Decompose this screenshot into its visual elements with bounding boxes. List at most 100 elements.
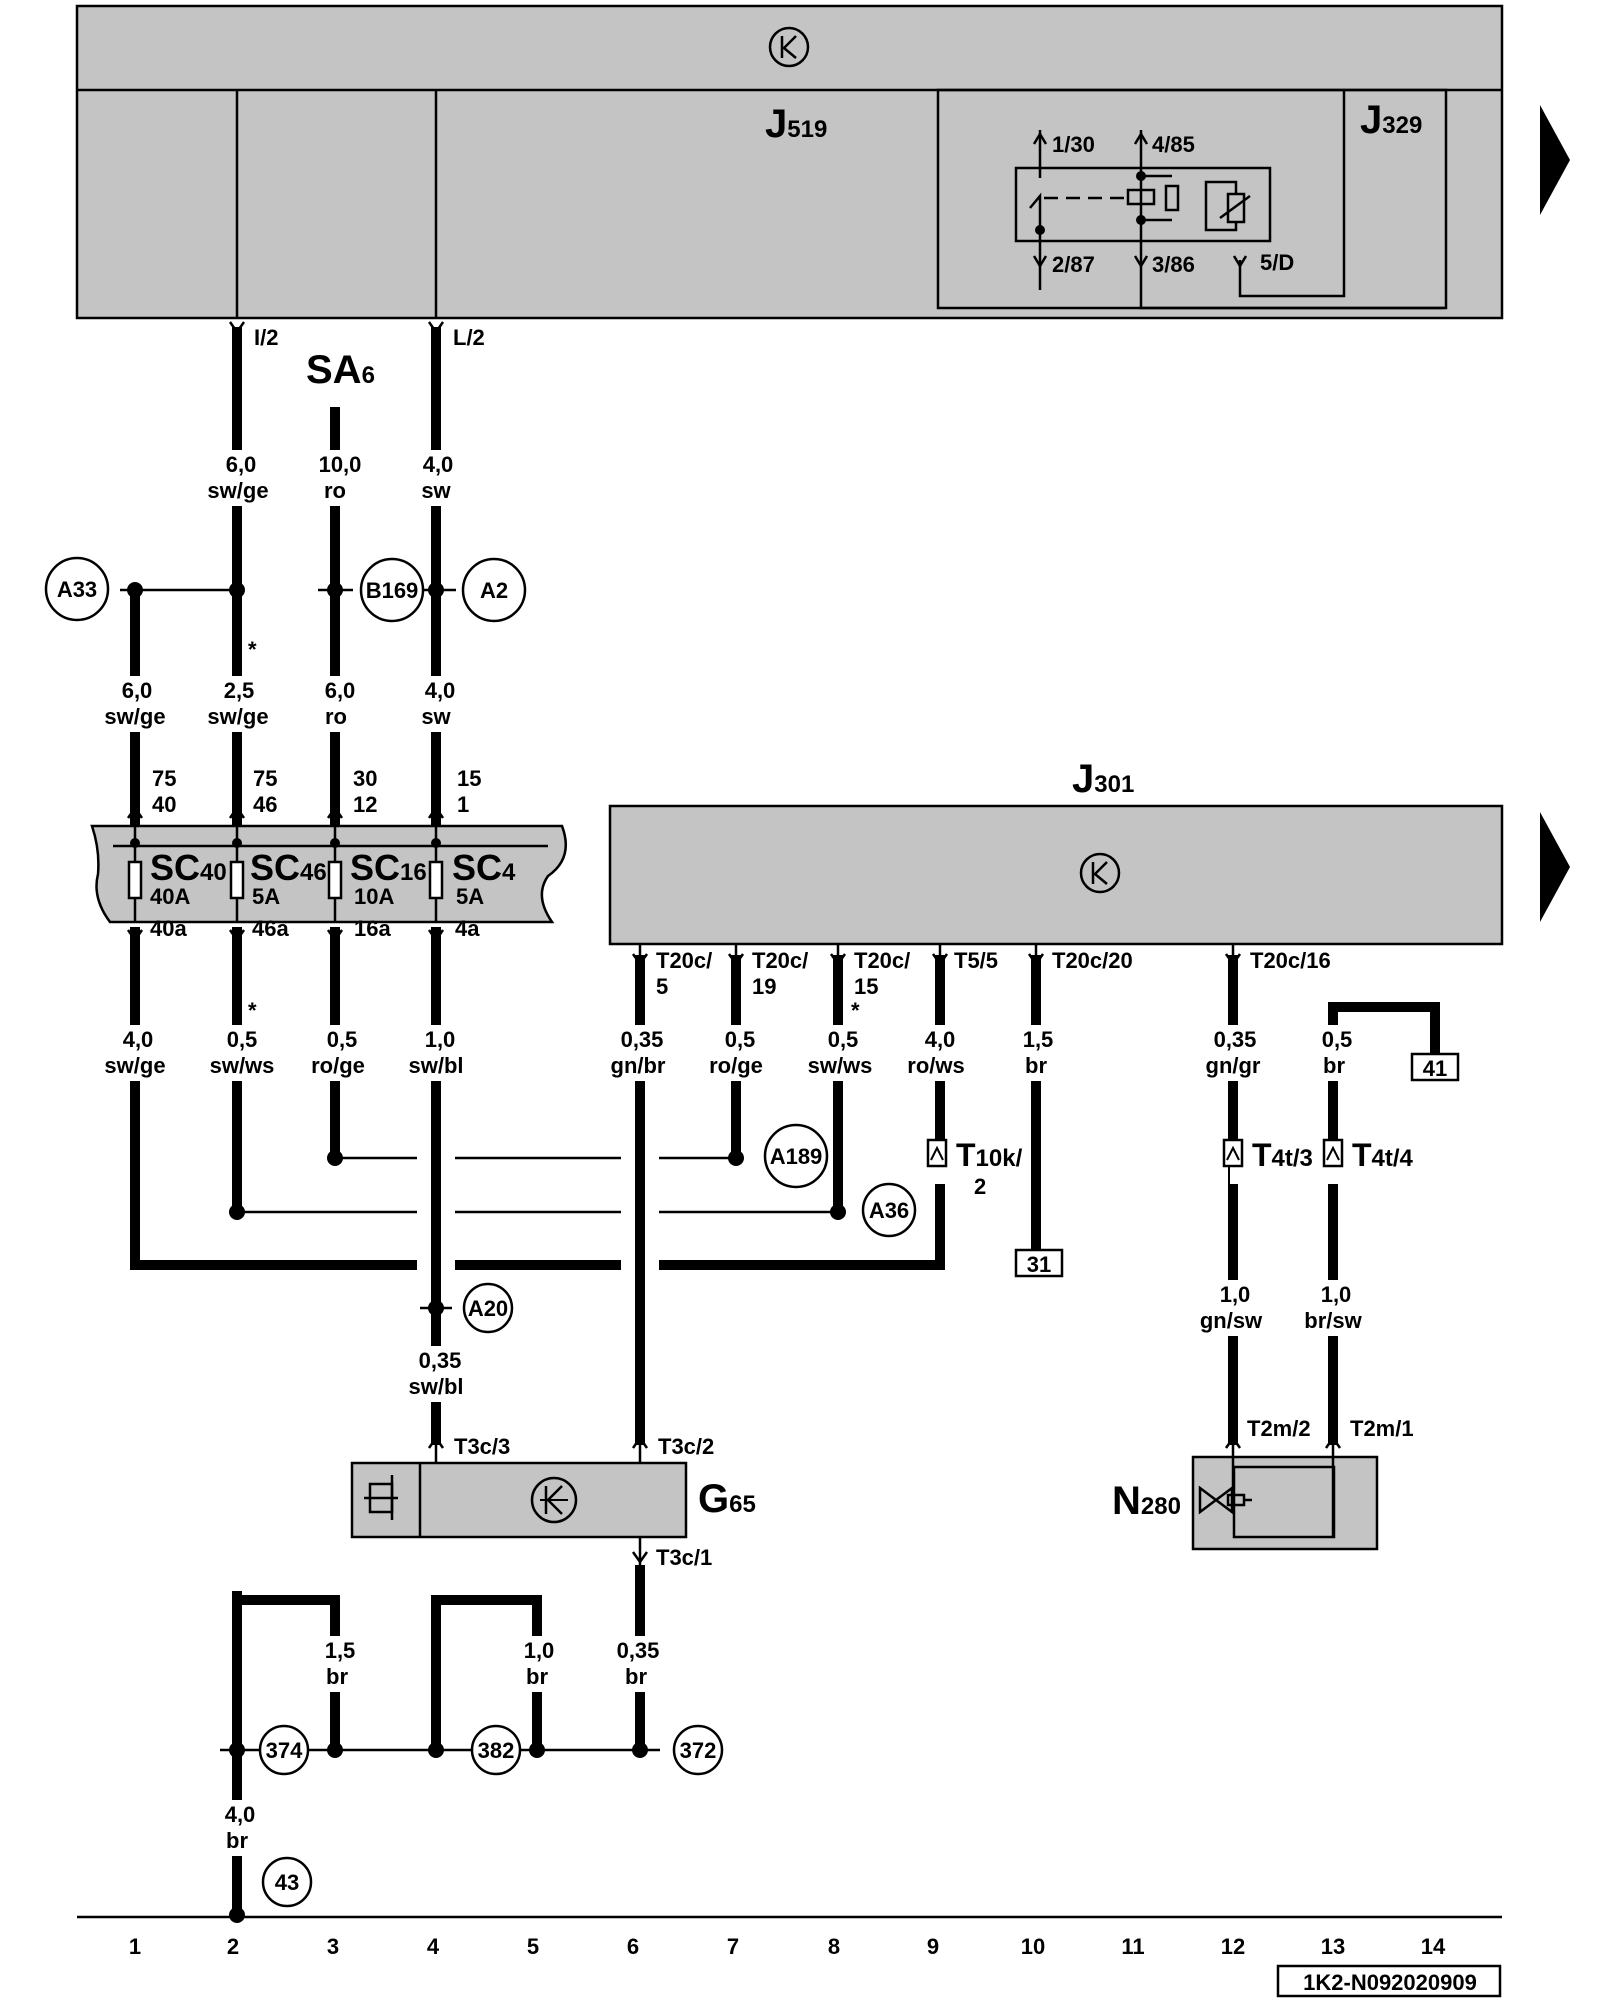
sensor-symbol-icon <box>530 1476 578 1524</box>
wire-labels: 6,0 sw/ge 10,0 ro 4,0 sw 6,0 sw/ge 2,5 s… <box>104 452 1362 1853</box>
svg-text:T20c/: T20c/ <box>752 948 808 973</box>
svg-text:3: 3 <box>327 1934 339 1959</box>
wire-color: ro <box>325 704 347 729</box>
svg-text:9: 9 <box>927 1934 939 1959</box>
svg-text:8: 8 <box>828 1934 840 1959</box>
svg-text:T3c/2: T3c/2 <box>658 1434 714 1459</box>
svg-text:5: 5 <box>527 1934 539 1959</box>
j519-pin-i2: I/2 <box>254 325 278 350</box>
fuse-sc16: SC16 10A <box>327 826 427 922</box>
svg-text:1: 1 <box>457 792 469 817</box>
connector-t4t-4: T4t/4 <box>1322 1137 1414 1173</box>
ref-a33: A33 <box>57 577 97 602</box>
relay-pin-2-87: 2/87 <box>1052 252 1095 277</box>
j519-label: J519 <box>765 102 827 146</box>
svg-text:10: 10 <box>1021 1934 1045 1959</box>
svg-text:T4t/4: T4t/4 <box>1352 1137 1414 1173</box>
ref-374: 374 <box>266 1738 303 1763</box>
relay-pin-4-85: 4/85 <box>1152 132 1195 157</box>
wire-color: sw/ge <box>207 478 268 503</box>
svg-text:14: 14 <box>1421 1934 1446 1959</box>
svg-text:T20c/20: T20c/20 <box>1052 948 1133 973</box>
wire-color: br <box>226 1828 248 1853</box>
fuse-output-pins: 40a 46a 16a 4a <box>126 916 480 943</box>
wire-size: 6,0 <box>325 678 356 703</box>
wire-size: 0,5 <box>1322 1027 1353 1052</box>
svg-text:4a: 4a <box>455 916 480 941</box>
wire-color: sw/ge <box>104 704 165 729</box>
relay-pin-5-d: 5/D <box>1260 250 1294 275</box>
svg-text:T2m/2: T2m/2 <box>1247 1416 1311 1441</box>
svg-text:40A: 40A <box>150 884 190 909</box>
svg-text:2: 2 <box>974 1174 986 1199</box>
fuse-sc4: SC4 5A <box>428 826 516 922</box>
wire-size: 4,0 <box>925 1027 956 1052</box>
reference-circles: A33 B169 A2 A189 A36 A20 374 382 372 43 <box>44 556 917 1908</box>
wire-color: sw <box>421 478 451 503</box>
g65-sensor: G65 T3c/3 T3c/2 T3c/1 <box>350 1434 756 1570</box>
svg-text:12: 12 <box>353 792 377 817</box>
svg-text:T20c/16: T20c/16 <box>1250 948 1331 973</box>
svg-text:T2m/1: T2m/1 <box>1350 1416 1414 1441</box>
wire-color: br <box>326 1664 348 1689</box>
svg-text:12: 12 <box>1221 1934 1245 1959</box>
fuse-sc46: SC46 5A <box>229 826 327 922</box>
wire-size: 0,35 <box>617 1638 660 1663</box>
relay-pin-3-86: 3/86 <box>1152 252 1195 277</box>
ref-a36: A36 <box>869 1198 909 1223</box>
wire-size: 6,0 <box>122 678 153 703</box>
svg-text:5A: 5A <box>252 884 280 909</box>
svg-text:1K2-N092020909: 1K2-N092020909 <box>1303 1970 1477 1995</box>
svg-text:T20c/: T20c/ <box>854 948 910 973</box>
j329-label: J329 <box>1360 98 1422 142</box>
ref-a20: A20 <box>468 1296 508 1321</box>
svg-text:16a: 16a <box>354 916 391 941</box>
terminal-41: 41 <box>1410 1052 1460 1082</box>
wire-color: ro <box>324 478 346 503</box>
wire-color: sw/ge <box>207 704 268 729</box>
terminal-31: 31 <box>1014 1248 1064 1278</box>
svg-text:7: 7 <box>727 1934 739 1959</box>
j519-outputs: I/2 L/2 <box>228 90 485 350</box>
wire-color: sw/bl <box>408 1053 463 1078</box>
ref-43: 43 <box>275 1870 299 1895</box>
ref-382: 382 <box>478 1738 515 1763</box>
wire-color: sw/ws <box>210 1053 275 1078</box>
svg-text:11: 11 <box>1121 1934 1144 1959</box>
wire-size: 4,0 <box>225 1802 256 1827</box>
wire-size: 4,0 <box>123 1027 154 1052</box>
wire-size: 1,0 <box>1220 1282 1251 1307</box>
wire-color: gn/sw <box>1200 1308 1263 1333</box>
note-asterisk: * <box>851 998 860 1023</box>
svg-text:4: 4 <box>427 1934 440 1959</box>
wire-size: 1,5 <box>1023 1027 1054 1052</box>
svg-text:SC46: SC46 <box>250 847 327 888</box>
grid-ruler: 1 2 3 4 5 6 7 8 9 10 11 12 13 14 <box>77 1915 1502 1959</box>
wire-color: sw/ge <box>104 1053 165 1078</box>
relay-pin-1-30: 1/30 <box>1052 132 1095 157</box>
svg-text:31: 31 <box>1027 1252 1051 1277</box>
continuation-arrow-icon <box>1540 812 1570 922</box>
wire-color: sw <box>421 704 451 729</box>
wire-size: 1,0 <box>425 1027 456 1052</box>
svg-text:T10k/: T10k/ <box>956 1137 1023 1173</box>
continuation-arrow-icon <box>1540 105 1570 215</box>
j301-label: J301 <box>1072 757 1134 801</box>
svg-text:15: 15 <box>457 766 481 791</box>
j301-control-unit: J301 T20c/ 5 T20c/ 19 T20c/ 15 T5/5 T20c… <box>608 757 1504 999</box>
svg-text:SC40: SC40 <box>150 847 227 888</box>
svg-text:6: 6 <box>627 1934 639 1959</box>
splice-points <box>127 582 846 1923</box>
svg-text:10A: 10A <box>354 884 394 909</box>
svg-text:1: 1 <box>129 1934 141 1959</box>
wire-size: 0,5 <box>327 1027 358 1052</box>
document-id: 1K2-N092020909 <box>1276 1964 1502 1998</box>
wire-size: 0,35 <box>1214 1027 1257 1052</box>
fuse-sc40: SC40 40A <box>127 826 227 922</box>
svg-text:T3c/3: T3c/3 <box>454 1434 510 1459</box>
svg-text:2: 2 <box>227 1934 239 1959</box>
sa6-label: SA6 <box>306 348 375 392</box>
wire-color: ro/ws <box>907 1053 964 1078</box>
svg-text:46a: 46a <box>252 916 289 941</box>
